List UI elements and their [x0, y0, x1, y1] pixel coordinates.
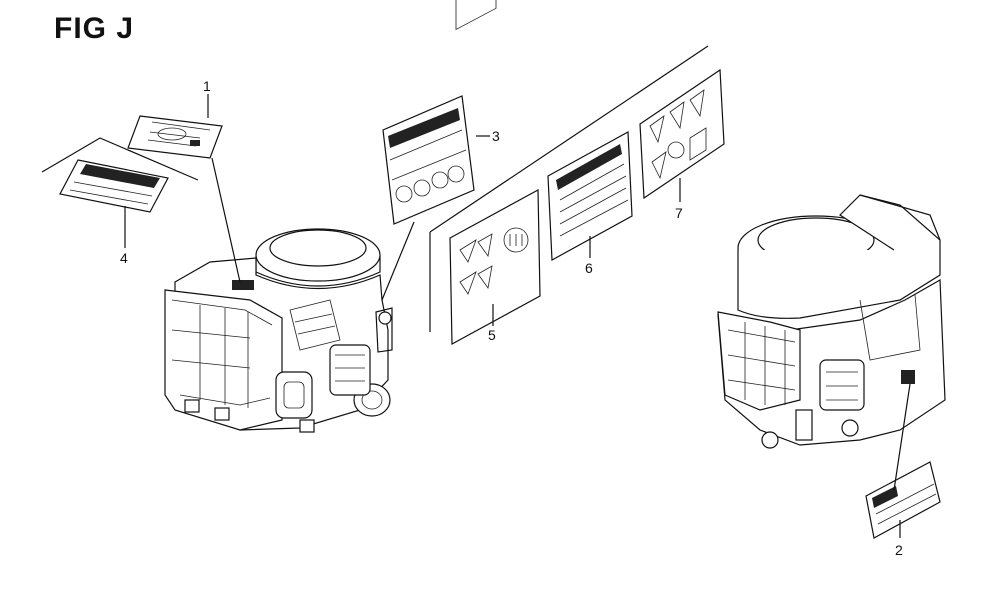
label-3-decal [382, 95, 475, 225]
label-4-decal [41, 137, 199, 213]
callout-2: 2 [895, 542, 903, 558]
label-6-decal [547, 131, 633, 261]
label-5-decal [449, 0, 541, 346]
callout-1: 1 [203, 78, 211, 94]
callout-3: 3 [492, 128, 500, 144]
figure-title: FIG J [54, 12, 135, 45]
callout-4: 4 [120, 250, 128, 266]
callout-7: 7 [675, 205, 683, 221]
label-2-decal [865, 461, 941, 539]
label-1-decal [127, 115, 223, 159]
callout-6: 6 [585, 260, 593, 276]
callout-numbers: 1 2 3 4 5 6 7 [120, 78, 903, 558]
engine-left-illustration [164, 228, 393, 433]
label-7-decal [639, 68, 725, 200]
callout-5: 5 [488, 327, 496, 343]
label-panel-group [429, 0, 725, 346]
leader-lines [124, 94, 911, 538]
engine-right-illustration [717, 194, 946, 449]
